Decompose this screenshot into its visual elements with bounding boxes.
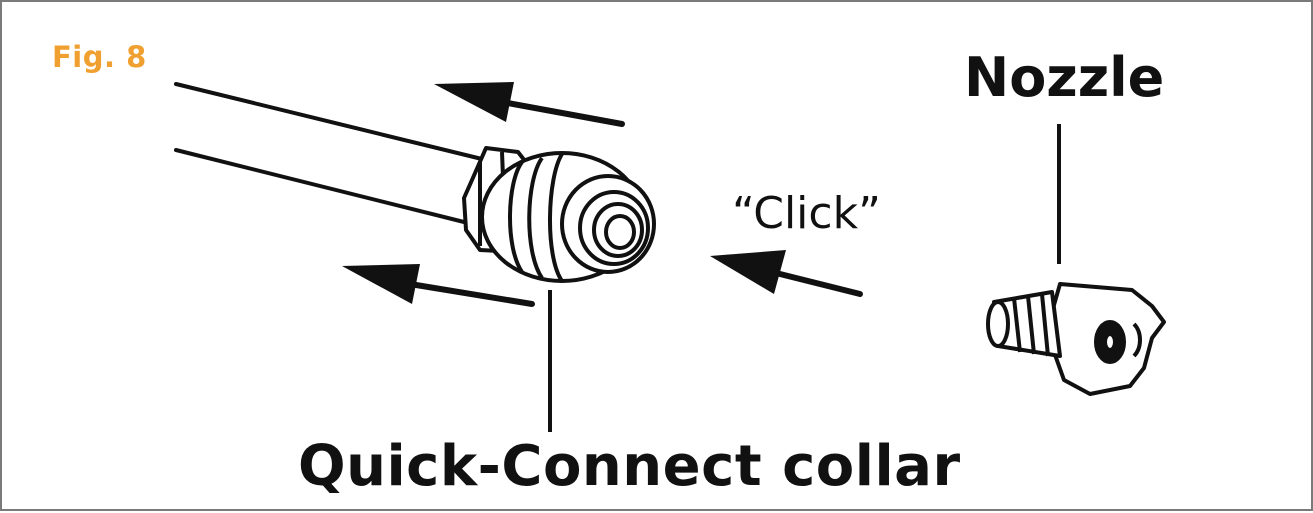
nozzle-illustration: [986, 282, 1166, 396]
quick-connect-collar-illustration: [462, 146, 656, 283]
leader-lines: [548, 124, 1061, 432]
click-label: “Click”: [732, 188, 881, 239]
direction-arrows: [342, 82, 863, 307]
quick-connect-collar-label: Quick-Connect collar: [298, 434, 961, 499]
hose-illustration: [174, 82, 488, 226]
figure-label: Fig. 8: [52, 40, 147, 74]
nozzle-label: Nozzle: [964, 46, 1165, 109]
